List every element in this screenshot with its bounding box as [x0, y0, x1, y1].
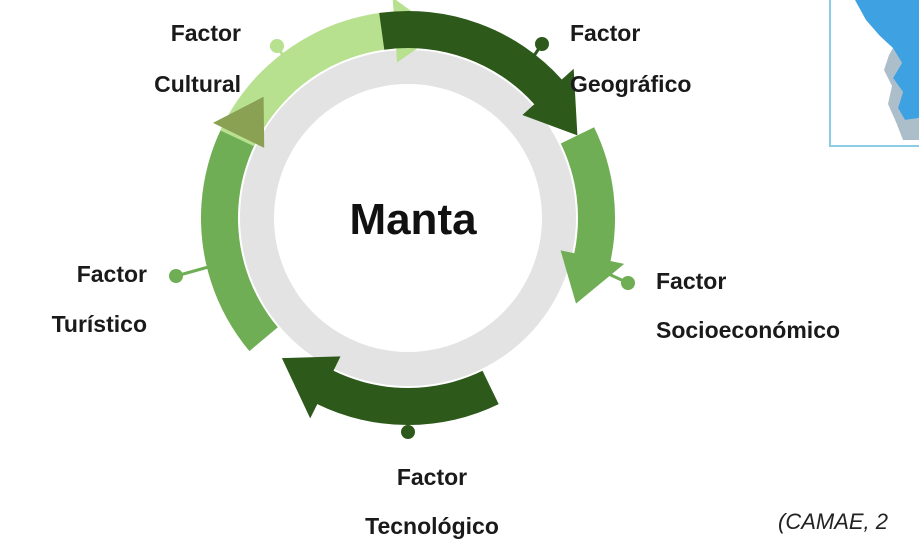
ring-arrow-topright-dark	[379, 10, 578, 136]
factor-cultural-line2: Cultural	[154, 71, 241, 97]
factor-cultural-line1: Factor	[171, 20, 241, 46]
connector-dot-geografico	[535, 37, 549, 51]
factor-label-socioeconomico: Factor Socioeconómico	[656, 268, 840, 343]
factor-geografico-line2: Geográfico	[570, 71, 691, 97]
center-title: Manta	[349, 195, 477, 244]
connector-dot-cultural	[270, 39, 284, 53]
source-citation: (CAMAE, 2	[778, 509, 888, 534]
factor-turistico-line2: Turístico	[52, 311, 147, 337]
connectors	[169, 37, 635, 439]
factor-turistico-line1: Factor	[77, 261, 147, 287]
inner-white-disc	[274, 84, 542, 352]
ring-arrow-left-medium	[200, 64, 295, 352]
ring-arrow-right-medium	[560, 127, 625, 304]
connector-dot-turistico	[169, 269, 183, 283]
factor-socioeconomico-line2: Socioeconómico	[656, 317, 840, 343]
ring-arrow-olive-head	[213, 96, 265, 148]
factor-label-tecnologico: Factor Tecnológico	[365, 464, 499, 539]
factor-socioeconomico-line1: Factor	[656, 268, 726, 294]
ring-arrows	[200, 0, 625, 426]
connector-dot-socioeconomico	[621, 276, 635, 290]
factor-label-cultural: Factor Cultural	[154, 20, 241, 97]
factor-label-turistico: Factor Turístico	[52, 261, 147, 337]
factor-tecnologico-line2: Tecnológico	[365, 513, 499, 539]
map-thumbnail	[829, 0, 919, 147]
factor-geografico-line1: Factor	[570, 20, 640, 46]
ring-arrow-bottom-dark	[281, 356, 499, 426]
map-land-shape	[855, 0, 919, 120]
connector-dot-tecnologico	[401, 425, 415, 439]
map-shadow-shape	[884, 48, 919, 140]
factor-label-geografico: Factor Geográfico	[570, 20, 691, 97]
factor-tecnologico-line1: Factor	[397, 464, 467, 490]
